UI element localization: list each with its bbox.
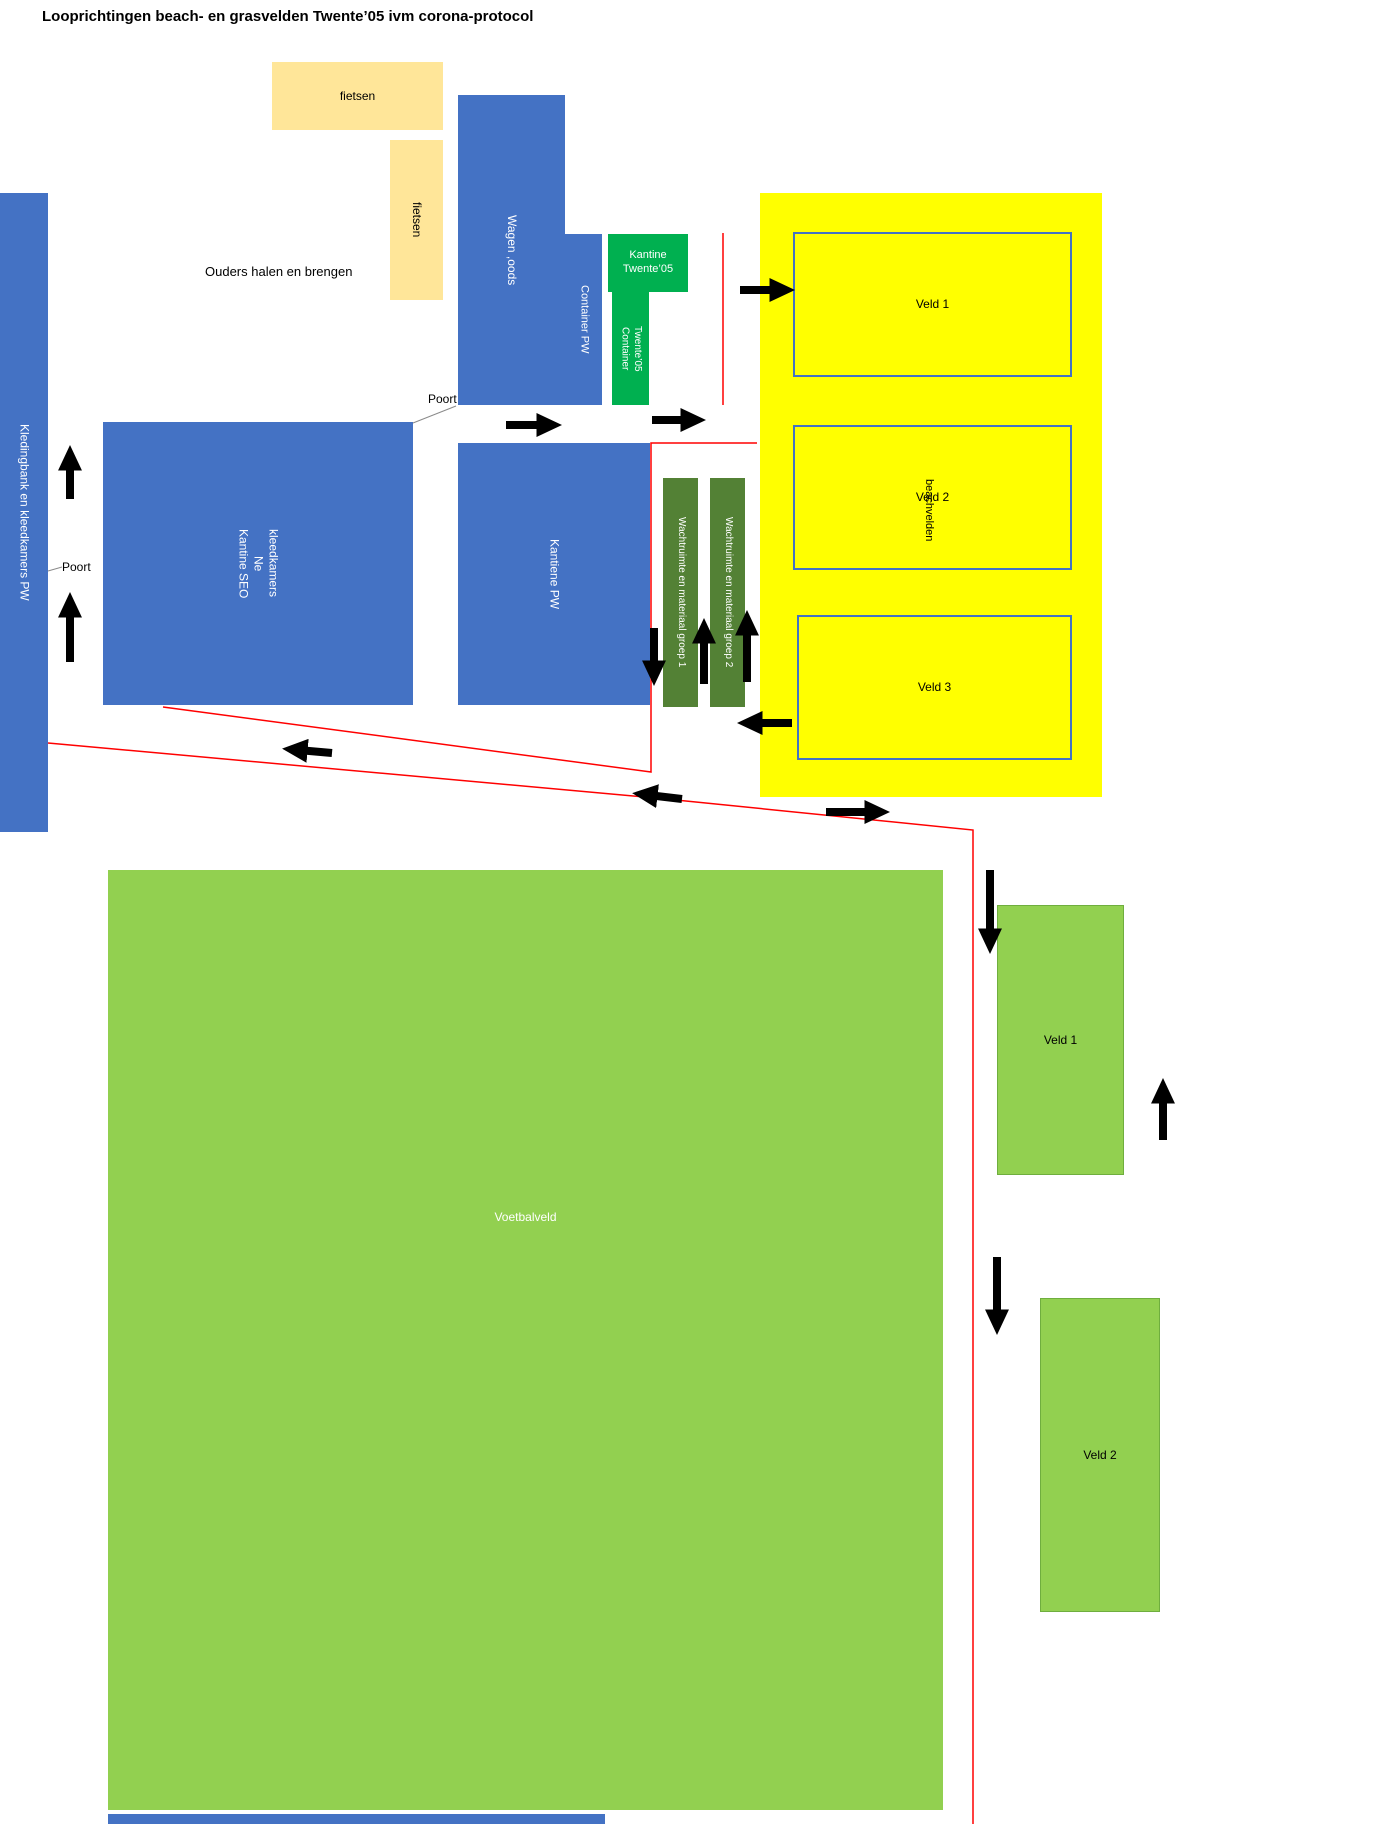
beach-veld-2: Veld 2 <box>793 425 1072 570</box>
wachtruimte-groep-1: Wachtruimte en materiaal groep 1 <box>663 478 698 707</box>
beach-veld-1: Veld 1 <box>793 232 1072 377</box>
arrow-left-diagonal-route <box>282 738 333 763</box>
wagen-loods-building: Wagen ,oods <box>458 95 565 405</box>
kantine-twente05: Kantine Twente’05 <box>608 234 688 292</box>
poort-left-connector <box>47 566 63 572</box>
beach-veld-3-label: Veld 3 <box>917 680 952 694</box>
bike-parking-vertical-label: fietsen <box>410 202 424 238</box>
voetbalveld-label: Voetbalveld <box>494 1210 557 1224</box>
kantiene-pw-label: Kantiene PW <box>547 538 562 610</box>
wachtruimte-groep-2-label: Wachtruimte en materiaal groep 2 <box>722 517 734 668</box>
gras-veld-2-label: Veld 2 <box>1083 1447 1117 1462</box>
kledingbank-label: Kledingbank en kleedkamers PW <box>17 424 32 601</box>
bike-parking-vertical: fietsen <box>390 140 443 300</box>
diagram-title: Looprichtingen beach- en grasvelden Twen… <box>42 8 534 25</box>
wagen-loods-label: Wagen ,oods <box>505 214 519 286</box>
poort-top-connector <box>412 405 457 424</box>
wachtruimte-groep-2: Wachtruimte en materiaal groep 2 <box>710 478 745 707</box>
kantiene-pw: Kantiene PW <box>458 443 650 705</box>
parents-note: Ouders halen en brengen <box>205 264 353 279</box>
container-pw: Container PW <box>565 234 602 405</box>
bottom-blue-strip <box>108 1814 605 1824</box>
beachvelden-label: beachvelden <box>922 478 935 542</box>
kledingbank-kleedkamers-pw: Kledingbank en kleedkamers PW <box>0 193 48 832</box>
kantine-twente05-label: Kantine Twente’05 <box>622 249 674 275</box>
wachtruimte-groep-1-label: Wachtruimte en materiaal groep 1 <box>675 517 687 668</box>
gras-veld-1: Veld 1 <box>997 905 1124 1175</box>
bike-parking-horizontal-label: fietsen <box>339 88 376 103</box>
bike-parking-horizontal: fietsen <box>272 62 443 130</box>
container-pw-label: Container PW <box>578 285 591 354</box>
beach-veld-3: Veld 3 <box>797 615 1072 760</box>
gras-veld-2: Veld 2 <box>1040 1298 1160 1612</box>
poort-top-label: Poort <box>428 392 457 406</box>
beach-veld-2-label: Veld 2 <box>915 490 950 504</box>
voetbalveld: Voetbalveld <box>108 870 943 1810</box>
gras-veld-1-label: Veld 1 <box>1043 1032 1078 1047</box>
beach-veld-1-label: Veld 1 <box>915 297 950 311</box>
arrow-left-route-junction <box>632 784 683 809</box>
poort-left-label: Poort <box>62 560 91 574</box>
